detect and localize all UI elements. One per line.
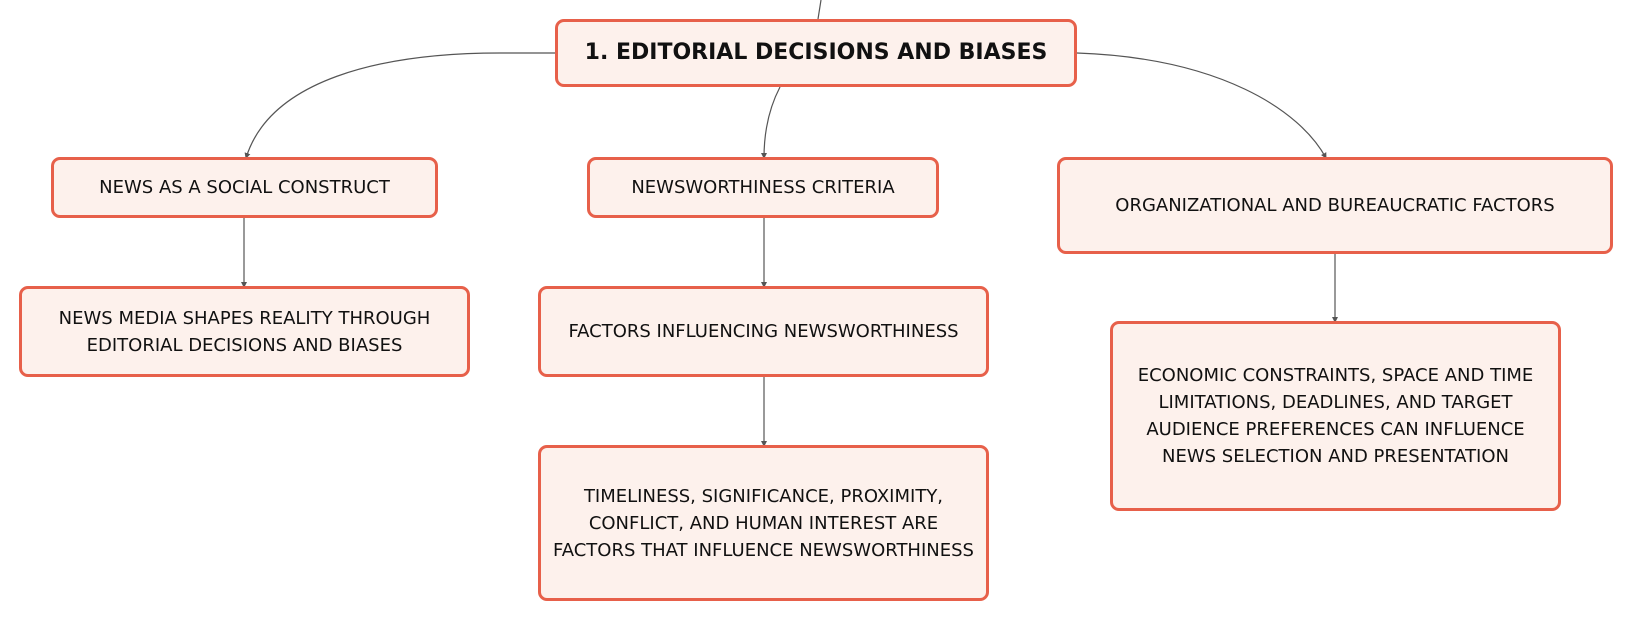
leaf-node-shapes-reality[interactable]: NEWS MEDIA SHAPES REALITY THROUGH EDITOR… [19,286,470,377]
leaf-node-label: TIMELINESS, SIGNIFICANCE, PROXIMITY, CON… [553,485,974,561]
root-node[interactable]: 1. EDITORIAL DECISIONS AND BIASES [555,19,1077,87]
root-node-label: 1. EDITORIAL DECISIONS AND BIASES [584,40,1048,65]
branch-node-label: ORGANIZATIONAL AND BUREAUCRATIC FACTORS [1115,195,1555,216]
leaf-node-label: ECONOMIC CONSTRAINTS, SPACE AND TIME LIM… [1137,365,1534,467]
node-label: FACTORS INFLUENCING NEWSWORTHINESS [568,321,959,342]
branch-node-label: NEWS AS A SOCIAL CONSTRUCT [99,177,390,198]
node-factors-influencing-newsworthiness[interactable]: FACTORS INFLUENCING NEWSWORTHINESS [538,286,989,377]
branch-node-social-construct[interactable]: NEWS AS A SOCIAL CONSTRUCT [51,157,438,218]
branch-node-newsworthiness-criteria[interactable]: NEWSWORTHINESS CRITERIA [587,157,939,218]
leaf-node-timeliness-factors[interactable]: TIMELINESS, SIGNIFICANCE, PROXIMITY, CON… [538,445,989,601]
connector-root-to-newsworthiness-criteria [761,86,781,159]
leaf-node-economic-constraints[interactable]: ECONOMIC CONSTRAINTS, SPACE AND TIME LIM… [1110,321,1561,511]
connector-root-to-organizational-factors [1076,52,1327,159]
connector-parent-to-root [817,0,822,20]
leaf-node-label: NEWS MEDIA SHAPES REALITY THROUGH EDITOR… [58,307,431,356]
connector-root-to-social-construct [244,52,555,159]
branch-node-label: NEWSWORTHINESS CRITERIA [631,177,895,198]
branch-node-organizational-factors[interactable]: ORGANIZATIONAL AND BUREAUCRATIC FACTORS [1057,157,1613,254]
